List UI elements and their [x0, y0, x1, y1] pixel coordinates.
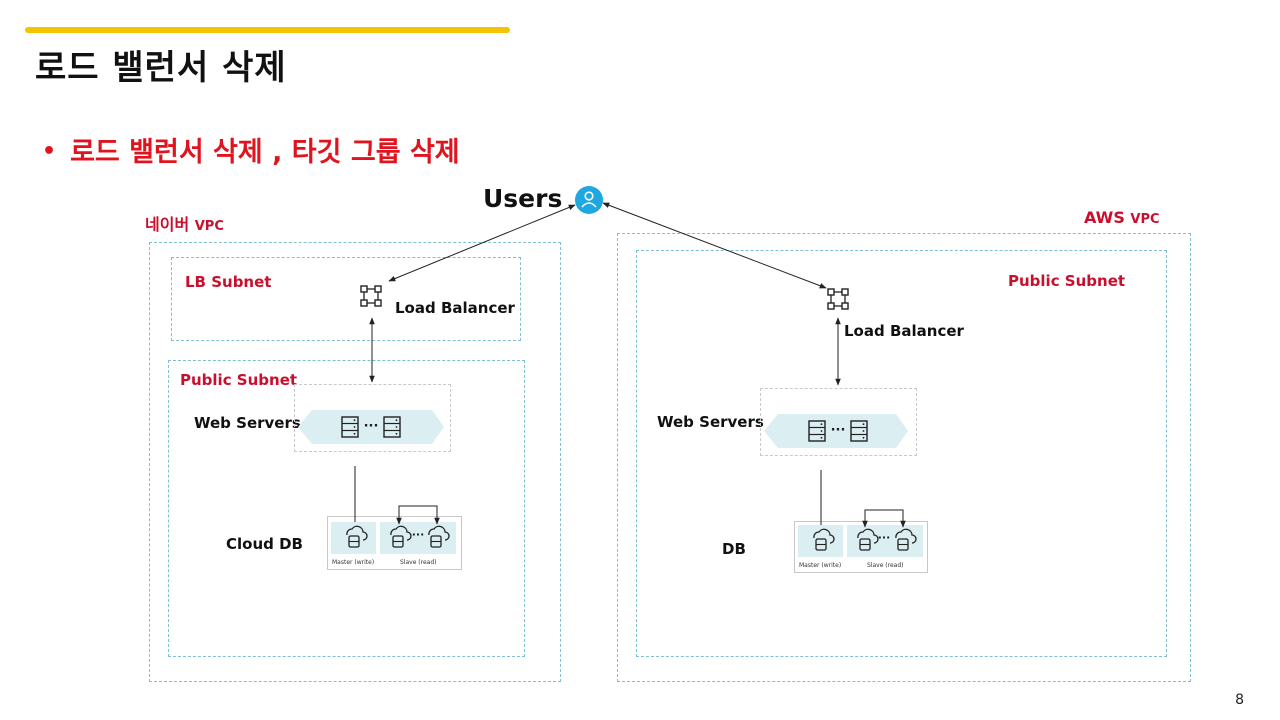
left-web-servers-group	[294, 384, 451, 452]
left-vpc-name: 네이버	[145, 215, 190, 234]
right-load-balancer-label: Load Balancer	[844, 322, 964, 340]
slide-title: 로드 밸런서 삭제	[35, 48, 287, 88]
left-vpc-suffix: VPC	[194, 219, 224, 234]
right-master-label: Master (write)	[799, 562, 842, 569]
left-db-group	[327, 516, 462, 570]
right-vpc-box	[617, 233, 1191, 682]
bullet-item: • 로드 밸런서 삭제 , 타깃 그룹 삭제	[42, 130, 460, 169]
right-db-ellipsis-icon: ···	[878, 531, 891, 544]
users-to-right-lb-arrow	[602, 202, 827, 289]
left-lb-subnet-label: LB Subnet	[185, 273, 272, 291]
right-slave-label: Slave (read)	[867, 562, 904, 569]
users-to-left-lb-arrow	[388, 204, 576, 282]
left-public-subnet-box	[168, 360, 525, 657]
right-web-ellipsis-icon: ···	[831, 423, 846, 438]
right-public-subnet-box	[636, 250, 1167, 657]
left-lb-subnet-box	[171, 257, 521, 341]
right-web-band	[764, 414, 908, 448]
left-db-label: Cloud DB	[226, 535, 303, 553]
left-load-balancer-label: Load Balancer	[395, 299, 515, 317]
bullet-dot: •	[42, 139, 57, 164]
left-public-subnet-label: Public Subnet	[180, 371, 298, 389]
page-number: 8	[1235, 692, 1244, 708]
bullet-text: 로드 밸런서 삭제 , 타깃 그룹 삭제	[70, 137, 460, 168]
left-master-label: Master (write)	[332, 559, 375, 566]
right-web-servers-label: Web Servers	[657, 413, 764, 431]
left-load-balancer-icon	[360, 285, 382, 307]
right-public-subnet-label: Public Subnet	[1008, 272, 1126, 290]
right-web-servers-group	[760, 388, 917, 456]
left-web-band	[298, 410, 444, 444]
right-vpc-suffix: VPC	[1130, 212, 1160, 227]
users-icon	[575, 186, 603, 214]
left-db-ellipsis-icon: ···	[412, 528, 425, 541]
right-load-balancer-icon	[827, 288, 849, 310]
left-vpc-label: 네이버 VPC	[145, 211, 224, 235]
left-slave-label: Slave (read)	[400, 559, 437, 566]
left-replication-arrow	[396, 505, 440, 525]
right-db-label: DB	[722, 540, 746, 558]
right-vpc-name: AWS	[1084, 208, 1125, 227]
accent-bar	[25, 27, 510, 33]
right-db-group	[794, 521, 928, 573]
right-vpc-label: AWS VPC	[1084, 208, 1160, 227]
left-web-ellipsis-icon: ···	[364, 419, 379, 434]
left-vpc-box	[149, 242, 561, 682]
left-web-servers-label: Web Servers	[194, 414, 301, 432]
right-replication-arrow	[862, 509, 906, 528]
